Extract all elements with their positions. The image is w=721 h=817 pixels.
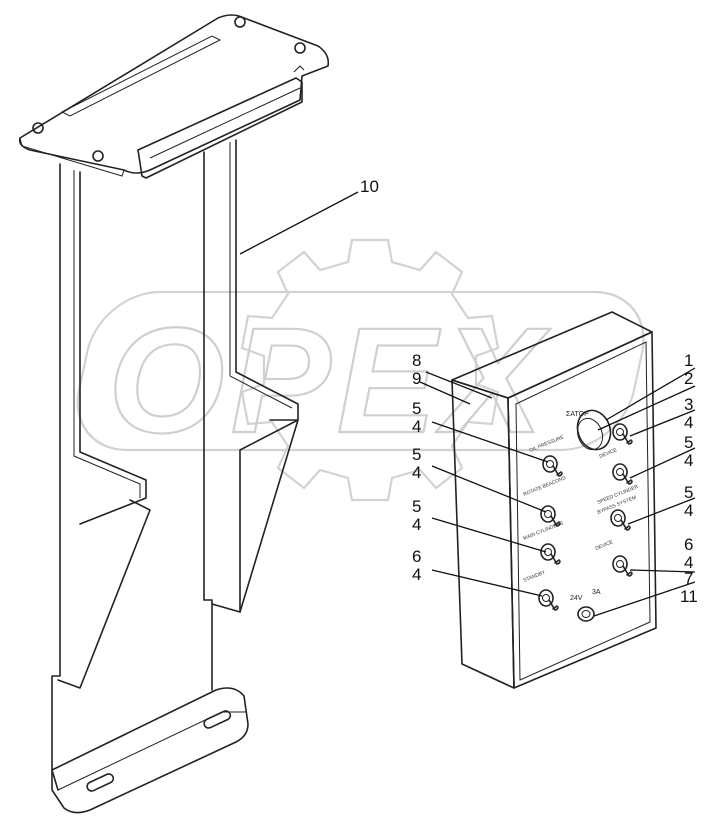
bracket-left-web-inner bbox=[79, 171, 147, 525]
bracket-top-flange-line bbox=[149, 87, 301, 159]
callout-label: 6 bbox=[412, 547, 421, 566]
fuse-holder bbox=[577, 606, 595, 622]
bracket-top-plate bbox=[18, 14, 330, 174]
bracket-left-gusset bbox=[57, 499, 151, 689]
bracket-foot-slot bbox=[203, 710, 232, 729]
bracket-bottom-foot bbox=[51, 687, 249, 814]
leader-lines bbox=[239, 191, 696, 617]
callout-label: 4 bbox=[684, 451, 693, 470]
callout-label: 5 bbox=[684, 433, 693, 452]
callout-label: 11 bbox=[680, 587, 698, 606]
callout-label: 2 bbox=[684, 369, 693, 388]
panel-header: ΣΑΤΟΡ bbox=[566, 411, 589, 418]
callout-label: 4 bbox=[684, 501, 693, 520]
watermark-text: OPEX bbox=[108, 296, 551, 464]
bracket-top-nub bbox=[293, 65, 305, 73]
voltage-label: 24V bbox=[570, 595, 583, 602]
watermark-gear bbox=[240, 238, 500, 502]
callout-label: 5 bbox=[412, 497, 421, 516]
switch-label: MAIN CYLINDERS bbox=[523, 520, 565, 542]
control-box-front-face bbox=[507, 331, 657, 689]
bracket bbox=[18, 14, 330, 814]
callout-label: 7 bbox=[684, 569, 693, 588]
bracket-top-plate-edge bbox=[19, 137, 125, 177]
watermark: OPEX bbox=[76, 238, 645, 502]
bracket-top-flange bbox=[137, 77, 303, 179]
callout-label: 4 bbox=[412, 463, 421, 482]
callout-label: 4 bbox=[412, 515, 421, 534]
toggle-switch bbox=[540, 543, 561, 565]
bracket-right-web-2 bbox=[235, 139, 299, 613]
toggle-switch bbox=[542, 455, 563, 477]
callout-label: 6 bbox=[684, 535, 693, 554]
toggle-switch bbox=[538, 589, 559, 611]
watermark-frame bbox=[76, 290, 645, 452]
bracket-left-web bbox=[51, 163, 61, 791]
toggle-switch bbox=[612, 423, 633, 445]
bracket-hole bbox=[32, 122, 44, 134]
bracket-right-gusset bbox=[211, 419, 299, 613]
toggle-switch bbox=[612, 555, 633, 577]
callout-label: 4 bbox=[684, 553, 693, 572]
toggle-switch bbox=[612, 463, 633, 485]
callout-label: 9 bbox=[412, 369, 421, 388]
callout-label: 4 bbox=[412, 417, 421, 436]
fuse-label: 3A bbox=[592, 589, 601, 596]
callout-label: 1 bbox=[684, 351, 693, 370]
callout-label: 5 bbox=[412, 399, 421, 418]
bracket-right-web-3 bbox=[229, 142, 293, 409]
callouts: 1 2 3 4 5 4 5 4 6 4 7 11 8 9 5 4 5 4 5 4… bbox=[360, 177, 698, 606]
bracket-right-web bbox=[203, 151, 213, 691]
callout-label: 4 bbox=[412, 565, 421, 584]
toggle-switch bbox=[610, 509, 631, 531]
switch-label: DEVICE bbox=[595, 539, 615, 552]
switch-label: STANDBY bbox=[523, 569, 547, 584]
bracket-hole bbox=[294, 42, 306, 54]
bracket-top-slot bbox=[60, 35, 222, 117]
callout-label: 8 bbox=[412, 351, 421, 370]
callout-label: 4 bbox=[684, 413, 693, 432]
control-box-front-bevel bbox=[515, 341, 651, 681]
bracket-left-web-inner2 bbox=[73, 170, 141, 498]
switch-label: ROTATE BEACONS bbox=[523, 475, 568, 498]
callout-label: 5 bbox=[684, 483, 693, 502]
bracket-hole bbox=[92, 150, 104, 162]
callout-label: 3 bbox=[684, 395, 693, 414]
toggle-switch bbox=[540, 505, 561, 527]
bracket-hole bbox=[234, 16, 246, 28]
bracket-foot-slot bbox=[86, 773, 115, 792]
callout-label: 10 bbox=[360, 177, 379, 196]
callout-label: 5 bbox=[412, 445, 421, 464]
